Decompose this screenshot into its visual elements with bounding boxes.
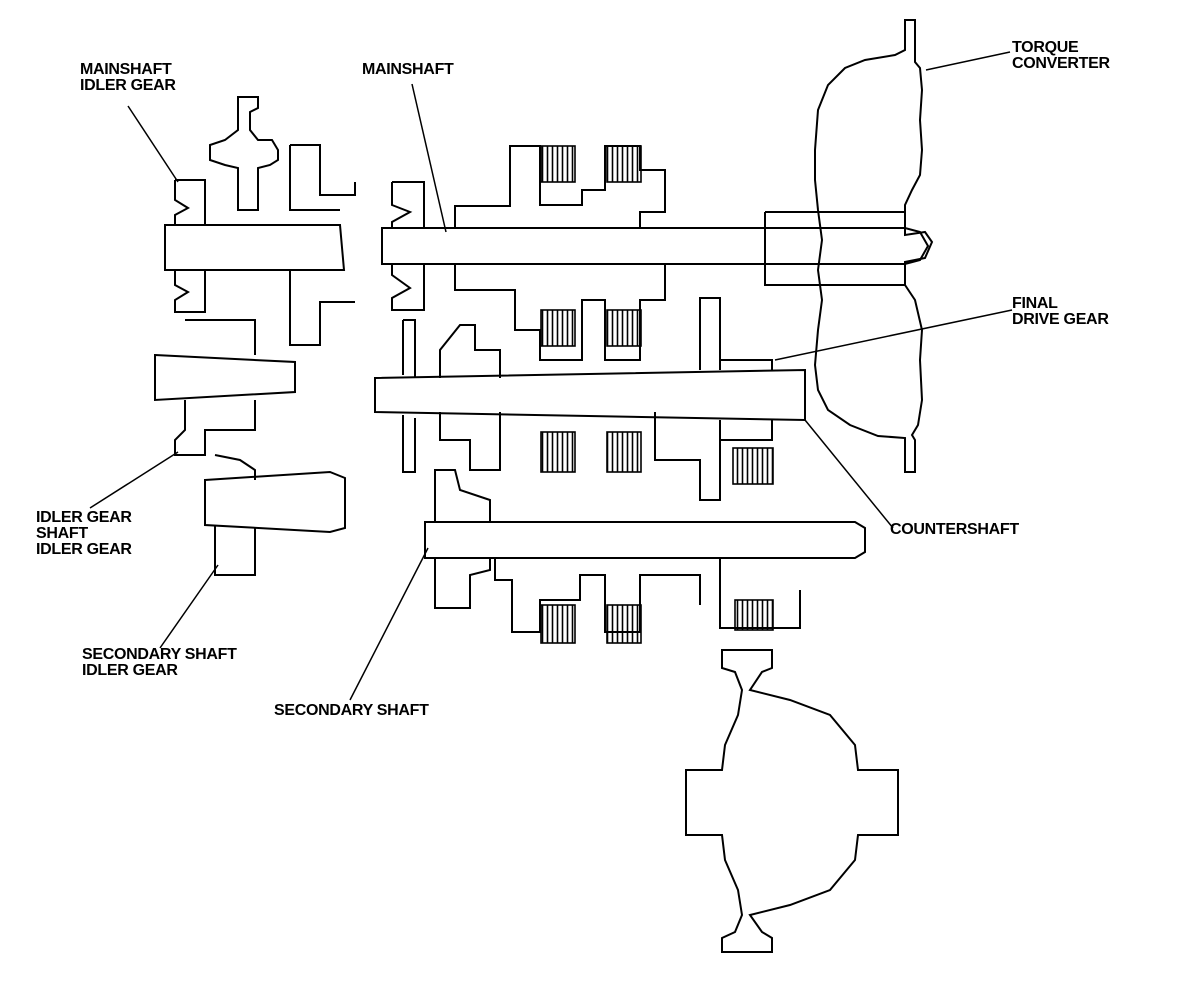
secondary-shaft [424,469,866,644]
label-line: COUNTERSHAFT [890,521,1019,538]
countershaft-shaft [374,297,806,501]
label-idler-gear-shaft-idler-gear: IDLER GEAR SHAFT IDLER GEAR [36,510,132,558]
label-line: SHAFT [36,525,88,542]
label-mainshaft-idler-gear: MAINSHAFT IDLER GEAR [80,62,176,94]
label-line: IDLER GEAR [82,662,178,679]
label-line: SECONDARY SHAFT [82,646,237,663]
label-torque-converter: TORQUE CONVERTER [1012,40,1110,72]
label-mainshaft: MAINSHAFT [362,62,454,78]
label-line: TORQUE [1012,39,1079,56]
differential-assembly [685,649,899,953]
idler-gear-assembly [154,96,356,576]
label-line: IDLER GEAR [36,509,132,526]
label-line: CONVERTER [1012,55,1110,72]
label-line: MAINSHAFT [80,61,172,78]
label-countershaft: COUNTERSHAFT [890,522,1019,538]
torque-converter-housing [764,19,934,473]
label-secondary-shaft: SECONDARY SHAFT [274,703,429,719]
label-line: MAINSHAFT [362,61,454,78]
label-line: IDLER GEAR [80,77,176,94]
label-line: FINAL [1012,295,1058,312]
label-line: DRIVE GEAR [1012,311,1109,328]
label-line: SECONDARY SHAFT [274,702,429,719]
label-final-drive-gear: FINAL DRIVE GEAR [1012,296,1109,328]
label-line: IDLER GEAR [36,541,132,558]
mainshaft-shaft [381,145,930,361]
label-secondary-shaft-idler-gear: SECONDARY SHAFT IDLER GEAR [82,647,237,679]
leader-lines [89,51,1013,701]
